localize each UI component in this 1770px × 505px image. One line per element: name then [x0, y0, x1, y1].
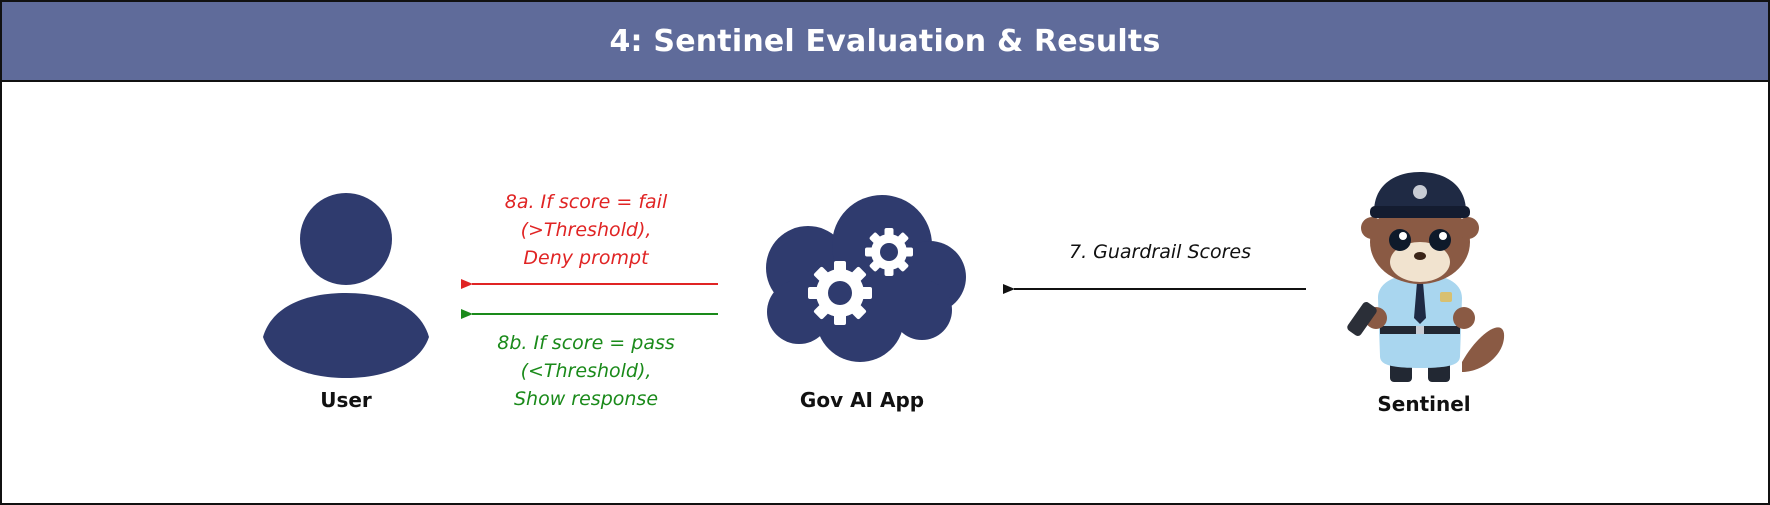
otter-police-mascot [1347, 172, 1505, 382]
cloud-gears-icon [766, 195, 966, 362]
pass-label-line: Show response [513, 388, 659, 410]
pass-label: 8b. If score = pass (<Threshold), Show r… [456, 329, 716, 413]
deny-label-line: (>Threshold), [520, 219, 652, 241]
user-label: User [320, 388, 372, 412]
app-label: Gov AI App [799, 388, 925, 412]
pass-label-line: 8b. If score = pass [497, 332, 675, 354]
deny-label-line: 8a. If score = fail [504, 191, 668, 213]
gear-icon [865, 228, 913, 276]
deny-label: 8a. If score = fail (>Threshold), Deny p… [456, 188, 716, 272]
pass-label-line: (<Threshold), [520, 360, 652, 382]
user-icon [263, 193, 429, 378]
sentinel-label: Sentinel [1377, 392, 1471, 416]
page-title: 4: Sentinel Evaluation & Results [609, 23, 1161, 59]
scores-label: 7. Guardrail Scores [1068, 241, 1252, 263]
title-bar: 4: Sentinel Evaluation & Results [2, 2, 1768, 82]
deny-label-line: Deny prompt [523, 247, 649, 269]
gear-icon [808, 261, 872, 325]
